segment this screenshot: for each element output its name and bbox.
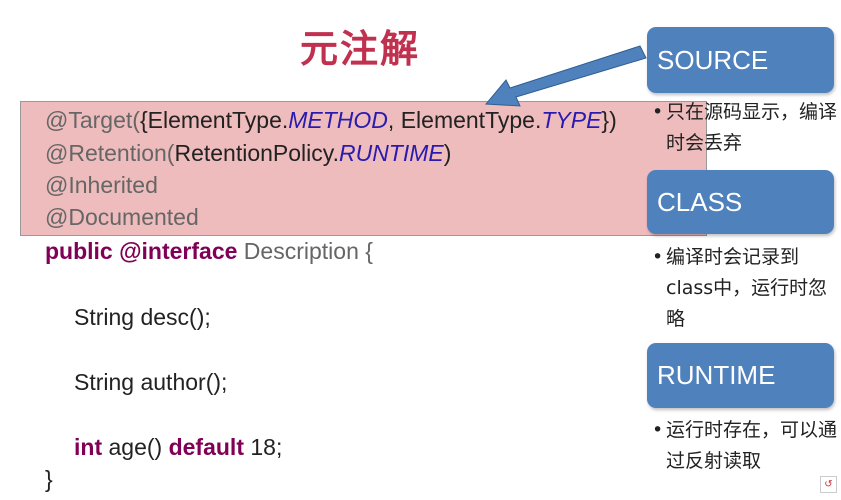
annotations-highlight (20, 101, 707, 236)
documented-annotation: @Documented (45, 204, 199, 230)
t-method: METHOD (288, 107, 388, 133)
slide-title: 元注解 (300, 27, 421, 71)
inherited-annotation: @Inherited (45, 172, 158, 198)
age-value: 18; (243, 434, 283, 460)
arrow-shape (484, 45, 647, 107)
at-target: @Target( (45, 107, 140, 133)
r-runtime: RUNTIME (338, 140, 444, 166)
r-plain: RetentionPolicy. (174, 140, 339, 166)
kw-int: int (74, 434, 103, 460)
interface-name: Description { (237, 238, 373, 264)
t-plain: {ElementType. (139, 107, 289, 133)
at-retention: @Retention( (45, 140, 175, 166)
code-age: int age() default 18; (74, 434, 282, 461)
runtime-box: RUNTIME (647, 343, 834, 408)
code-desc: String desc(); (74, 304, 211, 330)
source-desc: 只在源码显示，编译时会丢弃 (652, 97, 837, 159)
runtime-desc: 运行时存在，可以通过反射读取 (652, 415, 837, 477)
class-desc: 编译时会记录到class中，运行时忽略 (652, 242, 837, 335)
source-box: SOURCE (647, 27, 834, 93)
t-type: TYPE (541, 107, 602, 133)
r-end: ) (443, 140, 452, 166)
interface-declaration: public @interface Description { (45, 238, 373, 265)
t-mid: , ElementType. (387, 107, 542, 133)
code-close-brace: } (45, 466, 53, 492)
target-annotation: @Target({ElementType.METHOD, ElementType… (45, 107, 617, 134)
slide-corner-icon[interactable]: ↺ (820, 476, 837, 493)
class-box: CLASS (647, 170, 834, 234)
kw-public-interface: public @interface (45, 238, 238, 264)
kw-default: default (168, 434, 244, 460)
age-method: age() (102, 434, 169, 460)
code-author: String author(); (74, 369, 228, 395)
retention-annotation: @Retention(RetentionPolicy.RUNTIME) (45, 140, 451, 167)
t-end: }) (601, 107, 617, 133)
